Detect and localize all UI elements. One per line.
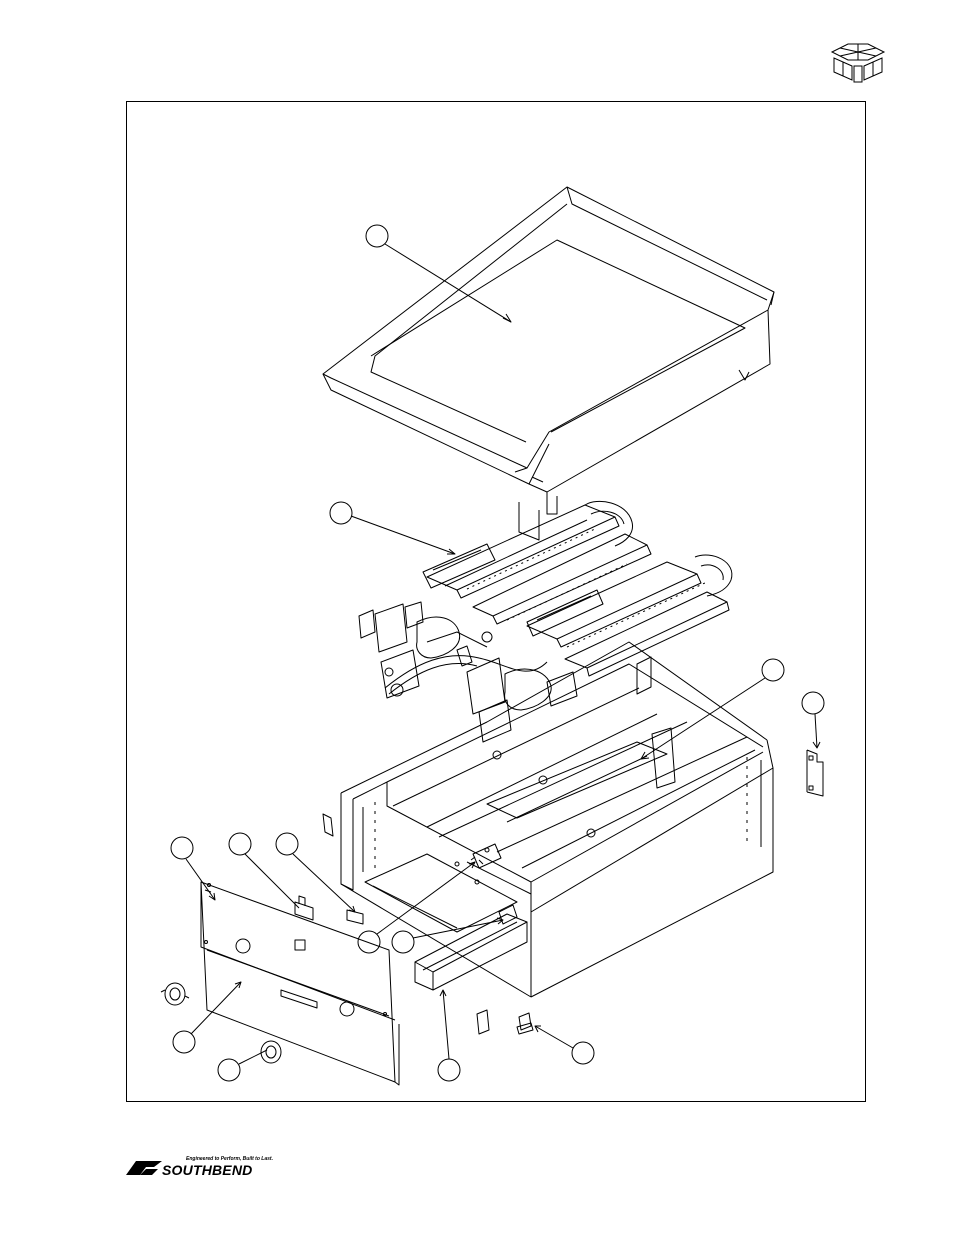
exploded-parts-drawing bbox=[127, 102, 867, 1103]
brand-name: SOUTHBEND bbox=[162, 1162, 252, 1178]
griddle-plate bbox=[323, 187, 774, 514]
burner-assembly bbox=[359, 501, 732, 742]
cabinet-body bbox=[323, 642, 773, 997]
southbend-logo: Engineered to Perform, Built to Last. SO… bbox=[124, 1156, 294, 1180]
exploded-box-icon bbox=[826, 38, 890, 86]
front-panel bbox=[201, 882, 399, 1085]
callouts bbox=[171, 225, 824, 1081]
southbend-logo-mark bbox=[124, 1159, 164, 1177]
foot-insert-left bbox=[161, 983, 189, 1005]
drawing-frame bbox=[126, 101, 866, 1102]
